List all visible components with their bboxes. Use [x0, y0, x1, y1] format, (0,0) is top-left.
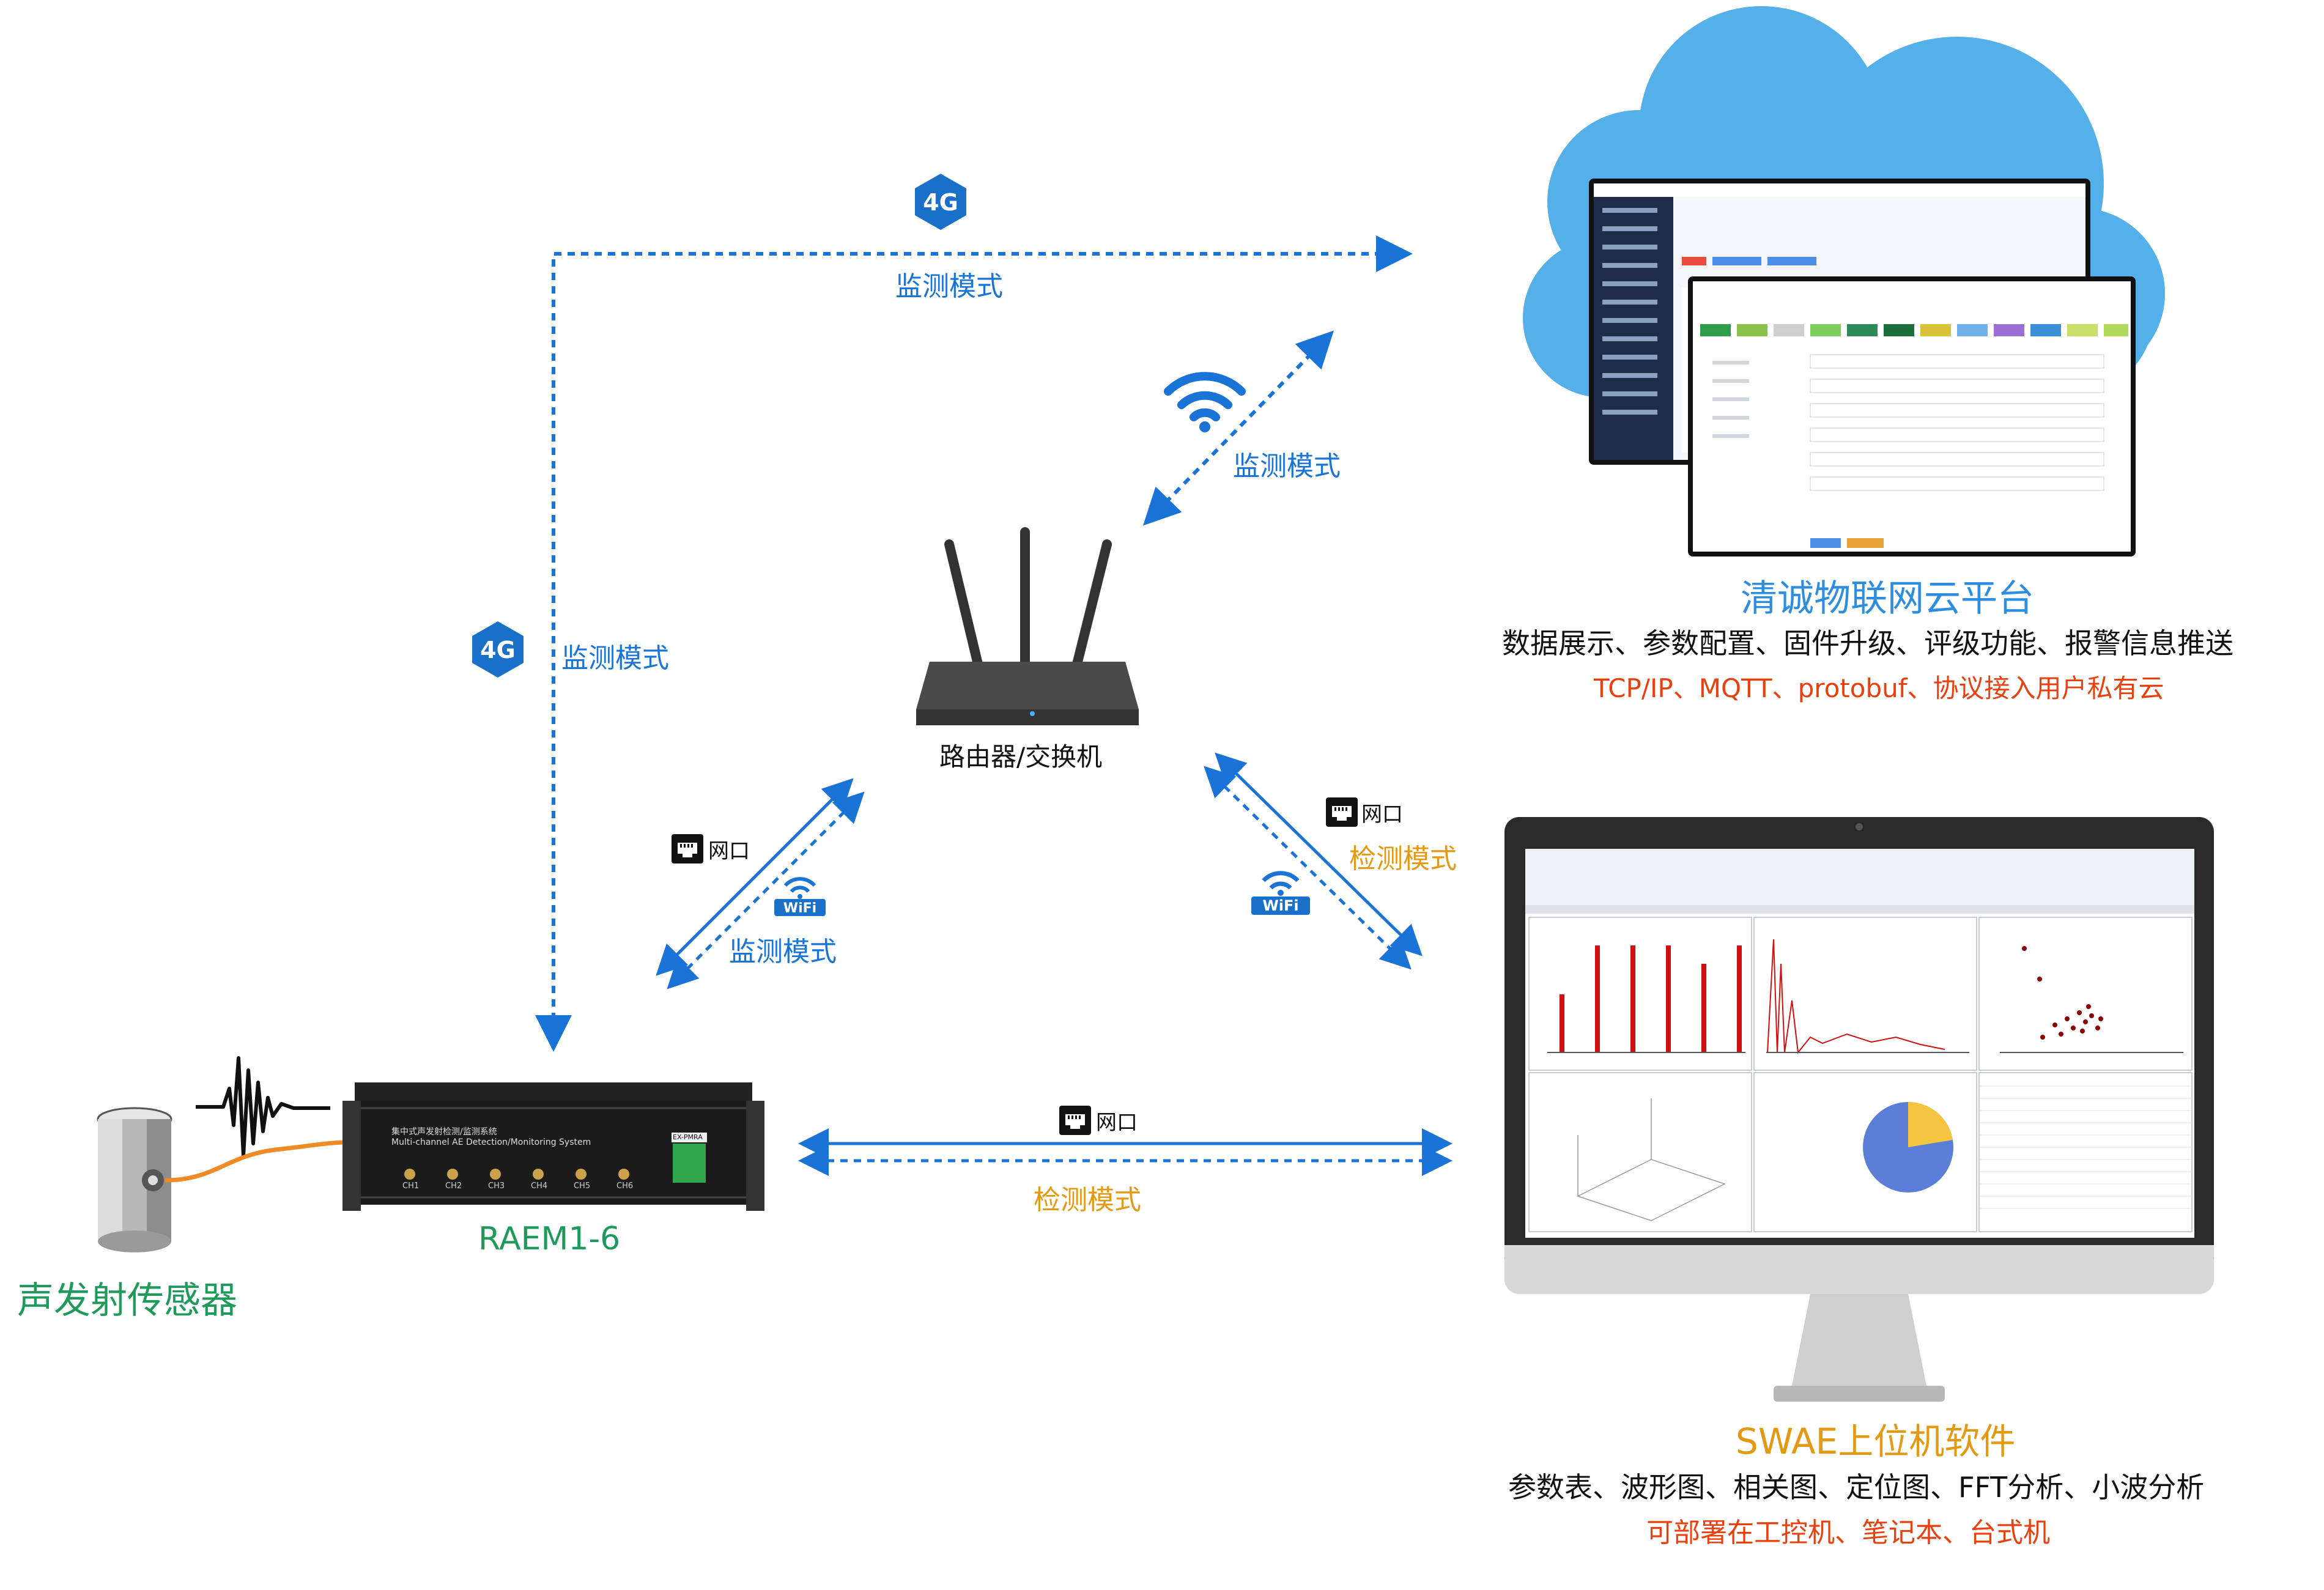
cloud-screen-front	[1688, 276, 2136, 556]
mode-label-router-device: 监测模式	[729, 936, 837, 967]
4g-icon-left: 4G	[472, 621, 524, 678]
sensor-label: 声发射传感器	[17, 1279, 237, 1322]
port-label-left: 网口	[708, 839, 750, 863]
pc-deploy: 可部署在工控机、笔记本、台式机	[1646, 1517, 2050, 1548]
mode-label-4g-left: 监测模式	[561, 643, 669, 674]
device-channel-4: CH4	[531, 1181, 548, 1191]
cloud-title: 清诚物联网云平台	[1741, 577, 2034, 620]
mode-label-router-pc: 检测模式	[1349, 843, 1457, 875]
cloud-features: 数据展示、参数配置、固件升级、评级功能、报警信息推送	[1502, 627, 2233, 660]
device-label: RAEM1-6	[478, 1221, 621, 1257]
ethernet-icon-bottom	[1059, 1106, 1091, 1135]
pc-monitor	[1504, 817, 2214, 1402]
svg-text:WiFi: WiFi	[1262, 897, 1298, 914]
device-channel-1: CH1	[402, 1181, 420, 1191]
ethernet-icon-left	[672, 834, 703, 863]
device-channel-6: CH6	[616, 1181, 634, 1191]
svg-text:4G: 4G	[480, 637, 516, 664]
cloud-protocols: TCP/IP、MQTT、protobuf、协议接入用户私有云	[1594, 673, 2164, 703]
ethernet-icon-right	[1326, 797, 1358, 827]
wifi-badge-left: WiFi	[772, 868, 828, 917]
device-channel-3: CH3	[488, 1181, 505, 1191]
pc-title: SWAE上位机软件	[1736, 1421, 2016, 1462]
ae-sensor-icon	[97, 1056, 343, 1252]
router-icon	[916, 527, 1139, 725]
raem-device	[342, 1082, 764, 1211]
device-panel-title-cn: 集中式声发射检测/监测系统	[391, 1127, 497, 1137]
port-label-right: 网口	[1361, 802, 1403, 827]
wifi-badge-right: WiFi	[1249, 861, 1312, 916]
4g-link	[535, 235, 1413, 1052]
device-channel-5: CH5	[574, 1181, 591, 1191]
mode-label-router-cloud: 监测模式	[1233, 451, 1341, 482]
router-pc-wifi	[1204, 766, 1412, 970]
svg-text:WiFi: WiFi	[783, 901, 816, 916]
device-channel-2: CH2	[445, 1181, 462, 1191]
4g-icon-top: 4G	[915, 174, 966, 230]
svg-text:4G: 4G	[923, 189, 958, 216]
router-label: 路由器/交换机	[939, 742, 1103, 772]
wifi-icon-router-cloud	[1164, 372, 1246, 432]
mode-label-4g-top: 监测模式	[895, 271, 1003, 302]
port-label-bottom: 网口	[1096, 1111, 1138, 1135]
device-panel-title-en: Multi-channel AE Detection/Monitoring Sy…	[391, 1137, 591, 1147]
pc-features: 参数表、波形图、相关图、定位图、FFT分析、小波分析	[1508, 1471, 2205, 1504]
device-terminal-label: EX-PMRA	[673, 1133, 703, 1141]
mode-label-device-pc: 检测模式	[1034, 1185, 1141, 1216]
device-router-wifi	[667, 791, 865, 989]
